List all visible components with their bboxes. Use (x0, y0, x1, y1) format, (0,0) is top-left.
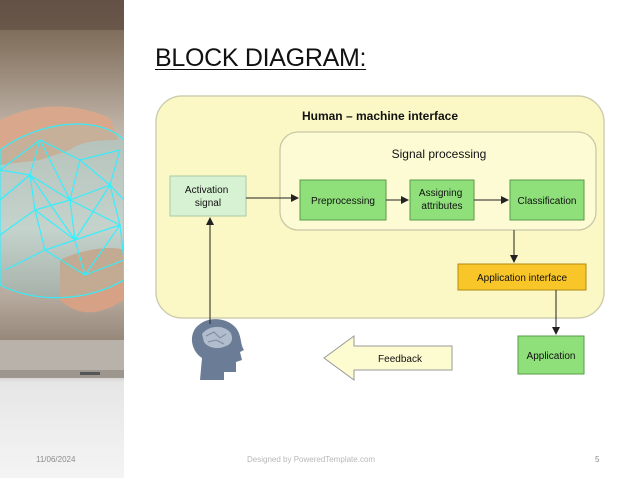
side-photo (0, 0, 124, 478)
wireframe-brain-icon (0, 123, 124, 299)
footer-credit: Designed by PoweredTemplate.com (247, 455, 376, 464)
application-label: Application (527, 351, 576, 362)
assigning-attributes-box (409, 179, 475, 221)
assigning-attributes-label: Assigning attributes (419, 188, 465, 212)
application-interface-label: Application interface (477, 273, 567, 284)
preprocessing-label: Preprocessing (311, 196, 375, 207)
block-diagram: Human – machine interface Signal process… (148, 88, 612, 386)
classification-label: Classification (518, 196, 577, 207)
classification-box (509, 179, 585, 221)
page-number: 5 (595, 455, 600, 464)
activation-signal-label: Activation signal (185, 185, 231, 209)
preprocessing-box (299, 179, 387, 221)
assigning-line-2: attributes (421, 201, 462, 212)
signal-processing-title: Signal processing (392, 147, 487, 161)
application-interface-box (457, 263, 587, 291)
hmi-title: Human – machine interface (302, 109, 458, 123)
footer-date: 11/06/2024 (36, 455, 76, 464)
feedback-arrow (323, 335, 453, 381)
application-box (517, 335, 585, 375)
assigning-line-1: Assigning (419, 188, 462, 199)
feedback-label: Feedback (378, 354, 423, 365)
slide-title: BLOCK DIAGRAM: (155, 44, 367, 72)
head-profile-icon (191, 319, 244, 380)
hand-holding-brain-photo (0, 0, 124, 378)
activation-line-1: Activation (185, 185, 228, 196)
activation-line-2: signal (195, 198, 221, 209)
activation-signal-box (169, 175, 247, 217)
